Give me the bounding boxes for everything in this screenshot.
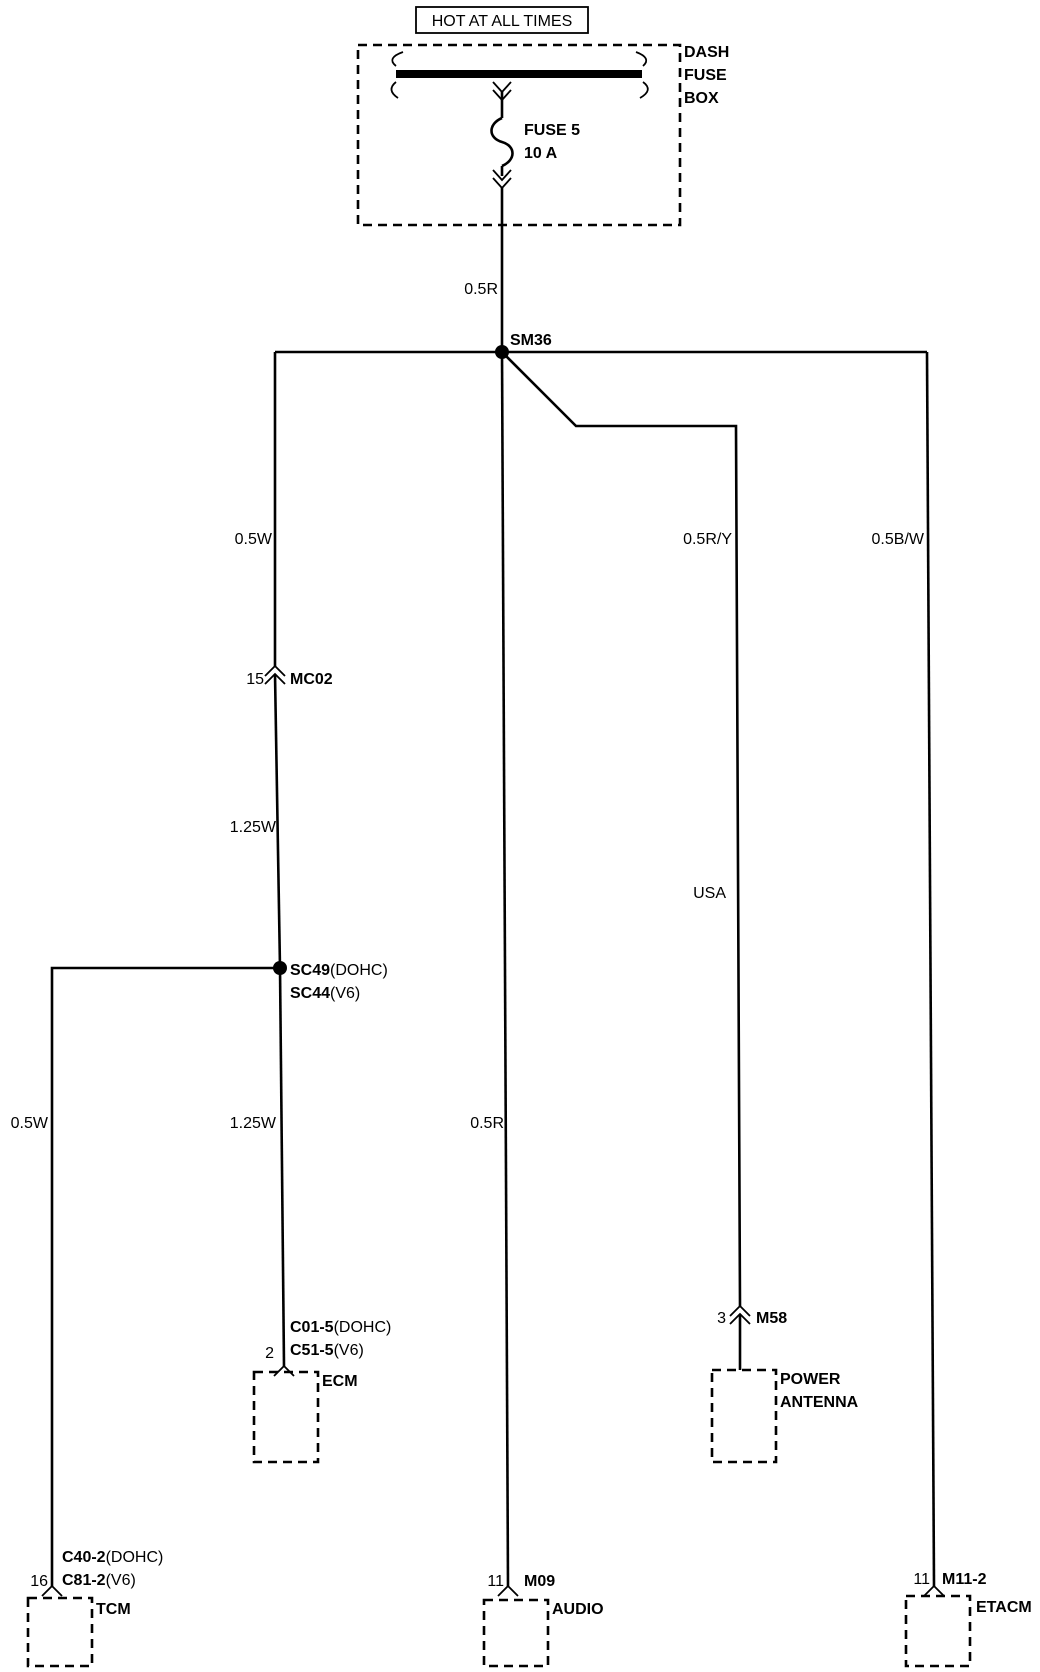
etacm-pin-label: 11 [913, 1571, 930, 1588]
tcm-connector-symbol [41, 1584, 63, 1597]
antenna-branch-label: 0.5R/Y [683, 531, 732, 548]
left-branch-upper-label: 0.5W [235, 531, 273, 548]
ecm-connector-label-1: C01-5(DOHC) [290, 1319, 391, 1336]
tcm-connector-label-1: C40-2(DOHC) [62, 1549, 163, 1566]
audio-branch-wire [500, 351, 510, 1587]
etacm-branch-wire [925, 351, 936, 1587]
tcm-component-label: TCM [96, 1601, 131, 1618]
dash-fuse-box-label-3: BOX [684, 90, 719, 107]
dash-fuse-box-label-2: FUSE [684, 67, 727, 84]
ecm-branch-label: 1.25W [230, 1115, 277, 1132]
ecm-component-box [252, 1370, 320, 1464]
power-antenna-component-box [710, 1368, 778, 1464]
tcm-connector-label-2: C81-2(V6) [62, 1572, 136, 1589]
ecm-connector-label-2: C51-5(V6) [290, 1342, 364, 1359]
ecm-pin-label: 2 [265, 1345, 274, 1362]
fuse-rating-label: 10 A [524, 145, 558, 162]
splice-sc49-label: SC49(DOHC) [290, 962, 388, 979]
etacm-connector-label: M11-2 [942, 1571, 987, 1588]
audio-branch-label: 0.5R [470, 1115, 504, 1132]
bus-bar-right-curl [635, 51, 649, 99]
ecm-branch-wire [278, 967, 286, 1367]
antenna-branch-wire [501, 351, 742, 1307]
dash-fuse-box-outline [356, 43, 682, 227]
audio-component-box [482, 1598, 550, 1668]
hot-at-all-times-label: HOT AT ALL TIMES [432, 13, 573, 30]
audio-component-label: AUDIO [552, 1601, 604, 1618]
bus-bar-left-curl [390, 51, 404, 99]
feed-wire-label: 0.5R [464, 281, 498, 298]
left-branch-mid-label: 1.25W [230, 819, 277, 836]
mc02-pin-label: 15 [246, 671, 264, 688]
splice-sm36-label: SM36 [510, 332, 552, 349]
tcm-pin-label: 16 [30, 1573, 48, 1590]
fuse-5-label: FUSE 5 [524, 122, 580, 139]
ecm-component-label: ECM [322, 1373, 358, 1390]
etacm-component-label: ETACM [976, 1599, 1032, 1616]
tcm-branch-wire [50, 966, 280, 1586]
fuse-5-symbol [490, 81, 514, 190]
dash-fuse-box-label-1: DASH [684, 44, 729, 61]
antenna-market-note: USA [693, 885, 726, 902]
tcm-component-box [26, 1596, 94, 1668]
m58-pin-label: 3 [717, 1310, 726, 1327]
etacm-branch-label: 0.5B/W [872, 531, 925, 548]
audio-connector-label: M09 [524, 1573, 555, 1590]
m58-connector-label: M58 [756, 1310, 787, 1327]
audio-connector-symbol [497, 1584, 519, 1597]
audio-pin-label: 11 [487, 1573, 504, 1590]
etacm-component-box [904, 1594, 972, 1668]
left-branch-wire-mid [273, 673, 282, 969]
tcm-branch-label: 0.5W [11, 1115, 49, 1132]
hot-at-all-times-box [415, 6, 589, 34]
splice-sc44-label: SC44(V6) [290, 985, 360, 1002]
power-antenna-label-1: POWER [780, 1371, 841, 1388]
etacm-connector-symbol [923, 1584, 945, 1597]
power-antenna-label-2: ANTENNA [780, 1394, 859, 1411]
mc02-connector-label: MC02 [290, 671, 333, 688]
